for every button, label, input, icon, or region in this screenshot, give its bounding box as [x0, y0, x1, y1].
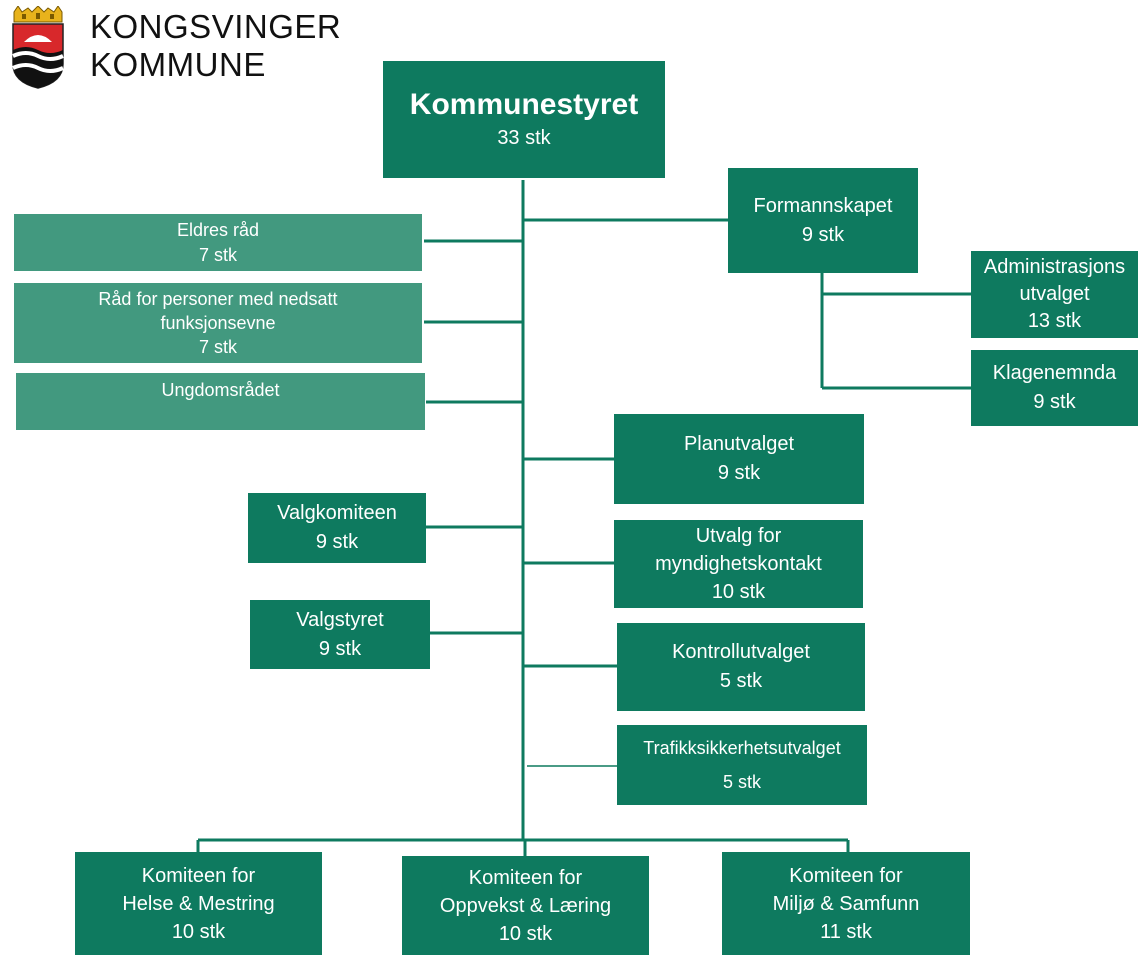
node-utvalg-myndighetskontakt-count: 10 stk [711, 581, 766, 603]
node-ungdomsradet-name: Ungdomsrådet [161, 380, 280, 400]
node-klagenemnda-name: Klagenemnda [992, 362, 1117, 384]
node-utvalg-myndighetskontakt: Utvalg for myndighetskontakt 10 stk [614, 520, 863, 608]
municipality-name-line1: KONGSVINGER [90, 8, 342, 45]
node-utvalg-myndighetskontakt-name-line2: myndighetskontakt [655, 553, 822, 575]
node-klagenemnda-count: 9 stk [1033, 391, 1076, 413]
node-komite-helse-mestring-count: 10 stk [171, 920, 226, 943]
node-formannskapet: Formannskapet 9 stk [728, 168, 918, 273]
node-komite-oppvekst-laering-count: 10 stk [498, 922, 553, 945]
node-eldres-rad-name: Eldres råd [176, 220, 260, 241]
node-planutvalget-name: Planutvalget [683, 433, 795, 455]
node-valgstyret-name: Valgstyret [296, 608, 384, 631]
node-komite-helse-mestring-line1: Komiteen for [141, 864, 256, 887]
node-administrasjonsutvalget-count: 13 stk [1027, 310, 1082, 332]
node-komite-miljo-samfunn: Komiteen for Miljø & Samfunn 11 stk [722, 852, 970, 955]
node-kontrollutvalget-name: Kontrollutvalget [672, 641, 810, 663]
node-rad-funksjonsevne-name-line1: Råd for personer med nedsatt [98, 288, 338, 309]
node-klagenemnda: Klagenemnda 9 stk [971, 350, 1138, 426]
node-rad-funksjonsevne-name-line2: funksjonsevne [160, 312, 276, 333]
node-valgkomiteen-name: Valgkomiteen [277, 502, 397, 524]
node-kontrollutvalget: Kontrollutvalget 5 stk [617, 623, 865, 711]
node-planutvalget-count: 9 stk [717, 462, 761, 484]
node-formannskapet-count: 9 stk [801, 223, 845, 246]
node-trafikksikkerhetsutvalget-name: Trafikksikkerhetsutvalget [643, 737, 841, 758]
node-planutvalget: Planutvalget 9 stk [614, 414, 864, 504]
node-valgstyret: Valgstyret 9 stk [250, 600, 430, 669]
node-trafikksikkerhetsutvalget: Trafikksikkerhetsutvalget 5 stk [617, 725, 867, 805]
node-administrasjonsutvalget-name-line2: utvalget [1019, 283, 1090, 305]
node-administrasjonsutvalget-name-line1: Administrasjons [983, 256, 1126, 278]
node-komite-helse-mestring-line2: Helse & Mestring [122, 892, 275, 915]
node-komite-oppvekst-laering-line1: Komiteen for [468, 866, 583, 889]
node-utvalg-myndighetskontakt-name-line1: Utvalg for [695, 525, 782, 547]
coat-of-arms-icon [12, 6, 64, 89]
node-komite-oppvekst-laering-line2: Oppvekst & Læring [439, 894, 612, 917]
node-komite-miljo-samfunn-line2: Miljø & Samfunn [772, 892, 920, 915]
municipality-name-line2: KOMMUNE [90, 46, 266, 83]
node-trafikksikkerhetsutvalget-count: 5 stk [722, 772, 761, 792]
municipality-name: KONGSVINGER KOMMUNE [90, 8, 341, 84]
node-administrasjonsutvalget: Administrasjons utvalget 13 stk [971, 251, 1138, 338]
node-kommunestyret: Kommunestyret 33 stk [383, 61, 665, 178]
node-formannskapet-name: Formannskapet [753, 194, 893, 217]
node-kontrollutvalget-count: 5 stk [719, 670, 763, 692]
node-eldres-rad: Eldres råd 7 stk [14, 214, 422, 271]
node-komite-oppvekst-laering: Komiteen for Oppvekst & Læring 10 stk [402, 856, 649, 955]
node-valgkomiteen: Valgkomiteen 9 stk [248, 493, 426, 563]
node-komite-miljo-samfunn-count: 11 stk [820, 920, 872, 943]
node-valgstyret-count: 9 stk [318, 637, 362, 660]
node-ungdomsradet: Ungdomsrådet [16, 373, 425, 430]
node-rad-funksjonsevne: Råd for personer med nedsatt funksjonsev… [14, 283, 422, 363]
node-rad-funksjonsevne-count: 7 stk [198, 337, 237, 358]
node-valgkomiteen-count: 9 stk [315, 531, 359, 553]
node-komite-miljo-samfunn-line1: Komiteen for [789, 864, 903, 887]
node-komite-helse-mestring: Komiteen for Helse & Mestring 10 stk [75, 852, 322, 955]
node-eldres-rad-count: 7 stk [198, 244, 237, 265]
node-kommunestyret-count: 33 stk [497, 126, 551, 149]
node-kommunestyret-name: Kommunestyret [409, 88, 639, 122]
